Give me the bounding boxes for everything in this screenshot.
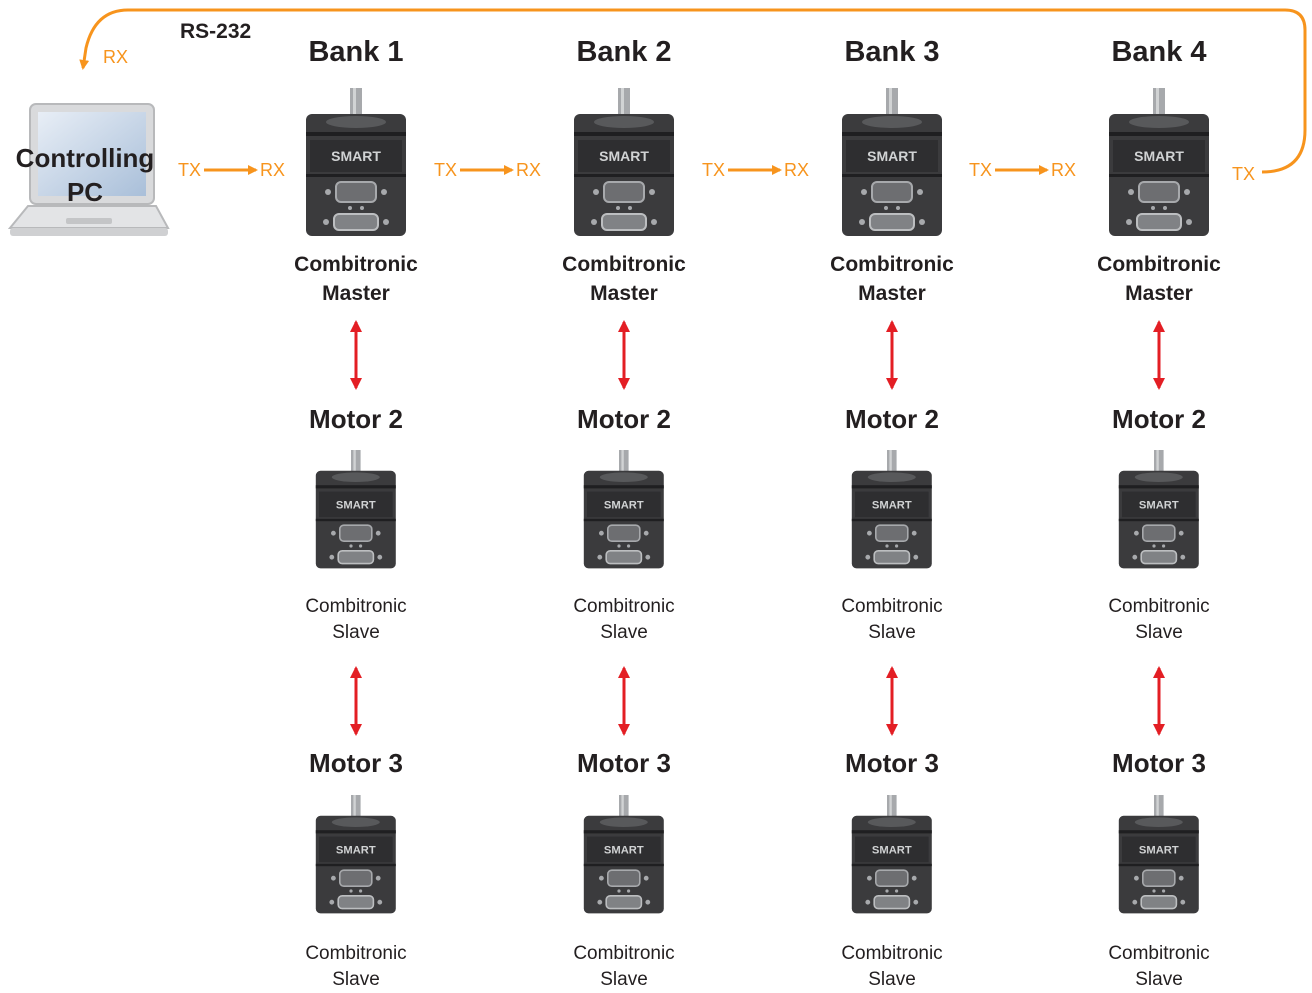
- slave-caption-line1: Combitronic: [573, 943, 675, 964]
- motor-title: Motor 2: [577, 404, 671, 434]
- bank-title: Bank 2: [576, 36, 672, 68]
- rs232-return-cable: [79, 8, 1307, 174]
- slave-caption-line1: Combitronic: [841, 943, 943, 964]
- master-caption-line2: Master: [858, 282, 926, 305]
- slave-caption-line2: Slave: [600, 969, 648, 990]
- rx-label: RX: [260, 160, 286, 180]
- tx-label: TX: [178, 160, 202, 180]
- motor-icon: SMART: [306, 88, 406, 236]
- motor-title: Motor 3: [1112, 748, 1206, 778]
- rx-label: RX: [784, 160, 810, 180]
- motor-title: Motor 3: [577, 748, 671, 778]
- master-caption-line1: Combitronic: [294, 253, 418, 276]
- tx-label: TX: [969, 160, 993, 180]
- svg-text:SMART: SMART: [604, 499, 644, 511]
- slave-caption-line1: Combitronic: [573, 596, 675, 617]
- slave-caption-line2: Slave: [1135, 622, 1183, 643]
- svg-text:SMART: SMART: [1139, 844, 1179, 856]
- rs232-label: RS-232: [180, 20, 252, 43]
- master-caption-line1: Combitronic: [562, 253, 686, 276]
- motor-icon: SMART: [315, 795, 396, 914]
- pc-label: Controlling PC: [0, 141, 175, 209]
- slave-caption-line2: Slave: [1135, 969, 1183, 990]
- slave-caption-line2: Slave: [868, 622, 916, 643]
- slave-caption-line2: Slave: [600, 622, 648, 643]
- master-caption-line2: Master: [1125, 282, 1193, 305]
- tx-label: TX: [1232, 164, 1256, 184]
- svg-text:SMART: SMART: [336, 499, 376, 511]
- svg-text:SMART: SMART: [336, 844, 376, 856]
- slave-caption-line1: Combitronic: [305, 596, 407, 617]
- svg-text:SMART: SMART: [599, 148, 649, 164]
- motor-icon: SMART: [1109, 88, 1209, 236]
- slave-caption-line2: Slave: [332, 622, 380, 643]
- tx-label: TX: [434, 160, 458, 180]
- slave-caption-line1: Combitronic: [1108, 943, 1210, 964]
- slave-caption-line2: Slave: [332, 969, 380, 990]
- motor-icon: SMART: [583, 450, 664, 569]
- master-caption-line1: Combitronic: [830, 253, 954, 276]
- slave-caption-line1: Combitronic: [841, 596, 943, 617]
- svg-text:SMART: SMART: [1139, 499, 1179, 511]
- master-caption-line1: Combitronic: [1097, 253, 1221, 276]
- motor-icon: SMART: [851, 450, 932, 569]
- motor-title: Motor 3: [309, 748, 403, 778]
- motor-icon: SMART: [1118, 795, 1199, 914]
- svg-text:SMART: SMART: [867, 148, 917, 164]
- pc-label-line2: PC: [66, 177, 104, 207]
- svg-text:SMART: SMART: [872, 844, 912, 856]
- slave-caption-line1: Combitronic: [1108, 596, 1210, 617]
- bank-title: Bank 3: [844, 36, 940, 68]
- master-caption-line2: Master: [590, 282, 658, 305]
- motor-title: Motor 2: [845, 404, 939, 434]
- slave-caption-line2: Slave: [868, 969, 916, 990]
- master-caption-line2: Master: [322, 282, 390, 305]
- laptop-icon: [7, 103, 170, 236]
- slave-caption-line1: Combitronic: [305, 943, 407, 964]
- rx-label: RX: [1051, 160, 1077, 180]
- motor-icon: SMART: [315, 450, 396, 569]
- motor-title: Motor 2: [1112, 404, 1206, 434]
- svg-text:SMART: SMART: [1134, 148, 1184, 164]
- svg-text:SMART: SMART: [872, 499, 912, 511]
- rx-label: RX: [516, 160, 542, 180]
- motor-icon: SMART: [851, 795, 932, 914]
- tx-label: TX: [702, 160, 726, 180]
- bank-title: Bank 4: [1111, 36, 1207, 68]
- motor-icon: SMART: [574, 88, 674, 236]
- motor-title: Motor 3: [845, 748, 939, 778]
- motor-icon: SMART: [1118, 450, 1199, 569]
- svg-text:SMART: SMART: [331, 148, 381, 164]
- motor-icon: SMART: [842, 88, 942, 236]
- motor-icon: SMART: [583, 795, 664, 914]
- pc-label-line1: Controlling: [15, 143, 155, 173]
- pc-rx-label: RX: [103, 47, 129, 67]
- svg-text:SMART: SMART: [604, 844, 644, 856]
- motor-title: Motor 2: [309, 404, 403, 434]
- bank-title: Bank 1: [308, 36, 404, 68]
